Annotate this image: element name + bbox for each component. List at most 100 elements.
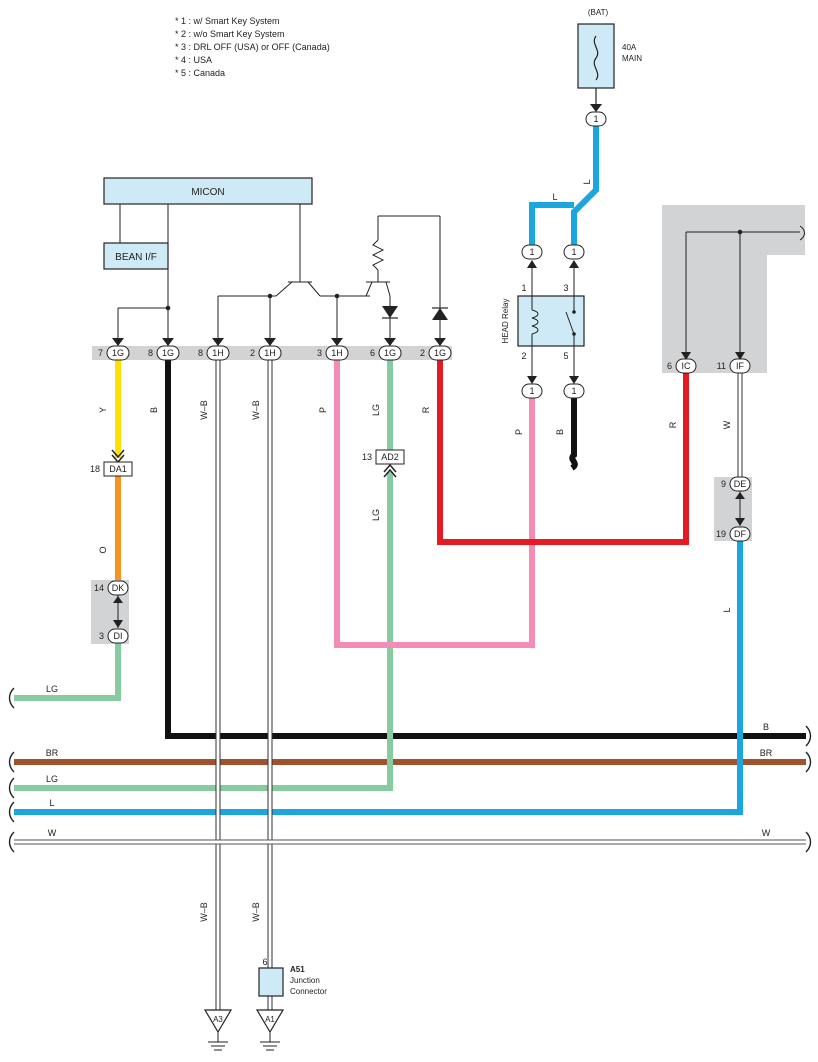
- legend-line-5: * 5 : Canada: [175, 68, 225, 78]
- df-num: 19: [716, 529, 726, 539]
- da1-name: DA1: [109, 464, 127, 474]
- svg-text:B: B: [149, 407, 159, 413]
- svg-text:LG: LG: [46, 684, 58, 694]
- dk-num: 14: [94, 583, 104, 593]
- strip-arrows: [112, 338, 446, 346]
- relay-switch-icon: [565, 311, 575, 335]
- svg-text:L: L: [49, 798, 54, 808]
- fuse-icon: [593, 35, 599, 81]
- bus-labels: LG B BR BR LG L W W: [46, 684, 773, 838]
- relay-pin-1: 1: [521, 283, 526, 293]
- fuse-rating: 40A: [622, 43, 637, 52]
- svg-text:O: O: [98, 546, 108, 553]
- ground-a1: A1: [255, 1009, 285, 1051]
- relay-in2: 1: [571, 247, 576, 257]
- svg-text:BR: BR: [760, 748, 773, 758]
- svg-text:W: W: [48, 828, 57, 838]
- svg-text:P: P: [514, 429, 524, 435]
- svg-text:W–B: W–B: [199, 902, 209, 922]
- ground-a1-label: A1: [265, 1015, 275, 1024]
- svg-text:W: W: [762, 828, 771, 838]
- bat-label: (BAT): [588, 8, 609, 17]
- c2b-name: 1G: [434, 348, 446, 358]
- c8b-num: 8: [198, 348, 203, 358]
- di-name: DI: [114, 631, 123, 641]
- di-num: 3: [99, 631, 104, 641]
- svg-text:W: W: [722, 420, 732, 429]
- svg-text:R: R: [421, 406, 431, 413]
- relay-out1: 1: [529, 386, 534, 396]
- c3-name: 1H: [331, 348, 343, 358]
- ecu-shade-main: [662, 205, 767, 373]
- svg-text:BR: BR: [46, 748, 59, 758]
- bean-box: [103, 242, 169, 270]
- relay-internals: [531, 296, 575, 346]
- dk-name: DK: [112, 583, 125, 593]
- c6-num: 6: [370, 348, 375, 358]
- legend-line-3: * 3 : DRL OFF (USA) or OFF (Canada): [175, 42, 330, 52]
- legend-line-2: * 2 : w/o Smart Key System: [175, 29, 285, 39]
- relay-pin-5: 5: [563, 351, 568, 361]
- if-num: 11: [717, 361, 726, 371]
- svg-text:LG: LG: [371, 404, 381, 416]
- svg-text:Y: Y: [98, 407, 108, 413]
- svg-text:B: B: [555, 429, 565, 435]
- ic-num: 6: [667, 361, 672, 371]
- svg-text:L: L: [722, 607, 732, 612]
- c2a-name: 1H: [264, 348, 276, 358]
- c3-num: 3: [317, 348, 322, 358]
- diode-2-icon: [432, 308, 448, 320]
- fuse-box: [577, 23, 615, 89]
- relay-in1: 1: [529, 247, 534, 257]
- ad2-num: 13: [362, 452, 372, 462]
- break-marks: [8, 687, 812, 853]
- relay-pin-2: 2: [521, 351, 526, 361]
- relay-coil-icon: [531, 309, 539, 335]
- c8a-name: 1G: [162, 348, 174, 358]
- fuse-name: MAIN: [622, 54, 642, 63]
- wire-labels: Y O B W–B W–B P LG LG R P B R W L W–B W–…: [98, 400, 732, 922]
- c2a-num: 2: [250, 348, 255, 358]
- a51-box: [258, 967, 284, 997]
- a51-line2: Connector: [290, 987, 327, 996]
- c7-name: 1G: [112, 348, 124, 358]
- da1-num: 18: [90, 464, 100, 474]
- de-name: DE: [734, 479, 747, 489]
- bat-conn-name: 1: [593, 114, 598, 124]
- a51-line1: Junction: [290, 976, 320, 985]
- internal-circuit: [117, 204, 441, 338]
- ground-a3: A3: [203, 1009, 233, 1051]
- svg-text:LG: LG: [46, 774, 58, 784]
- relay-box: [517, 295, 585, 347]
- ad2-name: AD2: [381, 452, 399, 462]
- legend-line-4: * 4 : USA: [175, 55, 212, 65]
- a51-pin: 6: [262, 957, 267, 967]
- c7-num: 7: [98, 348, 103, 358]
- ground-a3-label: A3: [213, 1015, 223, 1024]
- svg-text:W–B: W–B: [251, 902, 261, 922]
- c8b-name: 1H: [212, 348, 224, 358]
- df-name: DF: [734, 529, 746, 539]
- svg-text:LG: LG: [371, 509, 381, 521]
- wires: [14, 126, 806, 815]
- white-wires: [14, 360, 806, 1010]
- svg-text:W–B: W–B: [199, 400, 209, 420]
- de-num: 9: [721, 479, 726, 489]
- svg-text:P: P: [318, 407, 328, 413]
- relay-pin-3: 3: [563, 283, 568, 293]
- svg-text:B: B: [763, 722, 769, 732]
- legend: * 1 : w/ Smart Key System * 2 : w/o Smar…: [175, 16, 330, 78]
- relay-out2: 1: [571, 386, 576, 396]
- diode-1-icon: [382, 306, 398, 318]
- relay-label: HEAD Relay: [501, 299, 510, 344]
- svg-text:W–B: W–B: [251, 400, 261, 420]
- a51-id: A51: [290, 965, 305, 974]
- l-label-2: L: [582, 179, 592, 184]
- ic-name: IC: [682, 361, 692, 371]
- c8a-num: 8: [148, 348, 153, 358]
- c6-name: 1G: [384, 348, 396, 358]
- bean-label: BEAN I/F: [115, 252, 157, 263]
- legend-line-1: * 1 : w/ Smart Key System: [175, 16, 280, 26]
- micon-box: [103, 177, 313, 205]
